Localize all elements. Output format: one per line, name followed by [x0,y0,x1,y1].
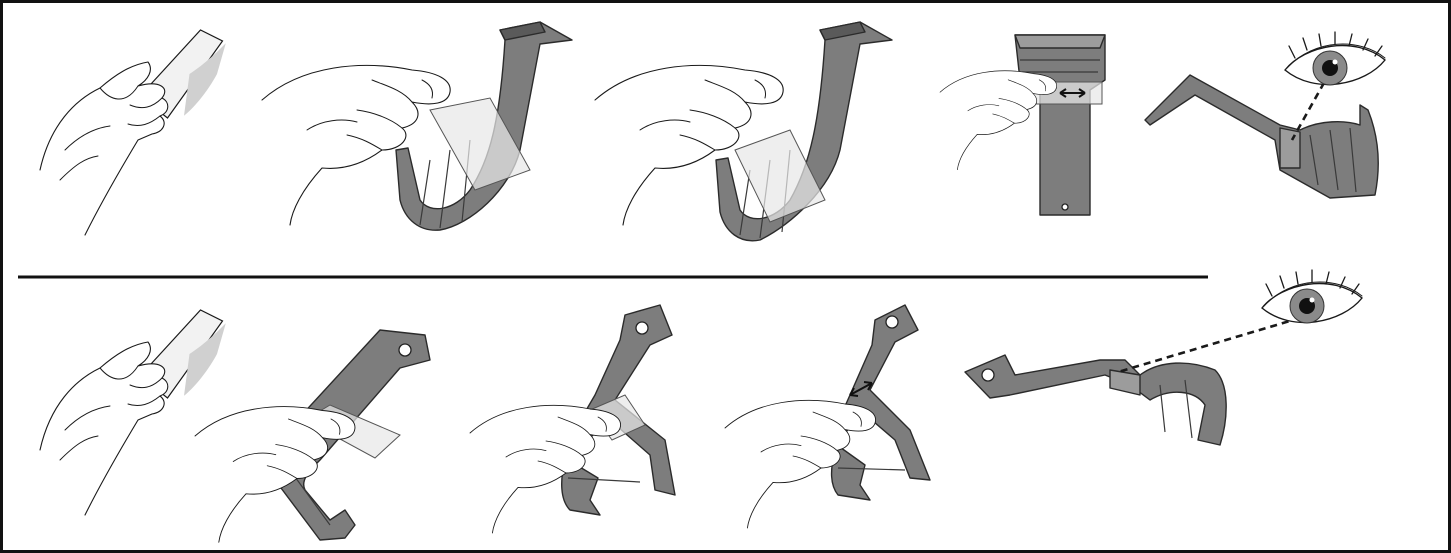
hand-icon [940,71,1057,170]
bottom-step-3-press-tape [470,305,675,533]
eye-icon [1285,32,1385,85]
bottom-step-5-inspect [965,270,1362,445]
top-step-3-press-tape [595,22,892,241]
top-step-2-apply-tape [262,22,572,230]
eye-icon [1262,270,1362,323]
line-of-sight [1118,318,1300,372]
hand-icon [262,65,450,225]
bottom-step-4-smooth-tape [725,305,930,528]
top-step-1-peel-adhesive [40,30,226,235]
top-step-4-smooth-tape [940,35,1105,215]
bottom-step-2-apply-tape [195,330,430,542]
bottom-step-1-peel-adhesive [40,310,226,515]
top-step-5-inspect [1145,32,1385,198]
hand-icon [40,342,168,515]
hand-icon [40,62,168,235]
